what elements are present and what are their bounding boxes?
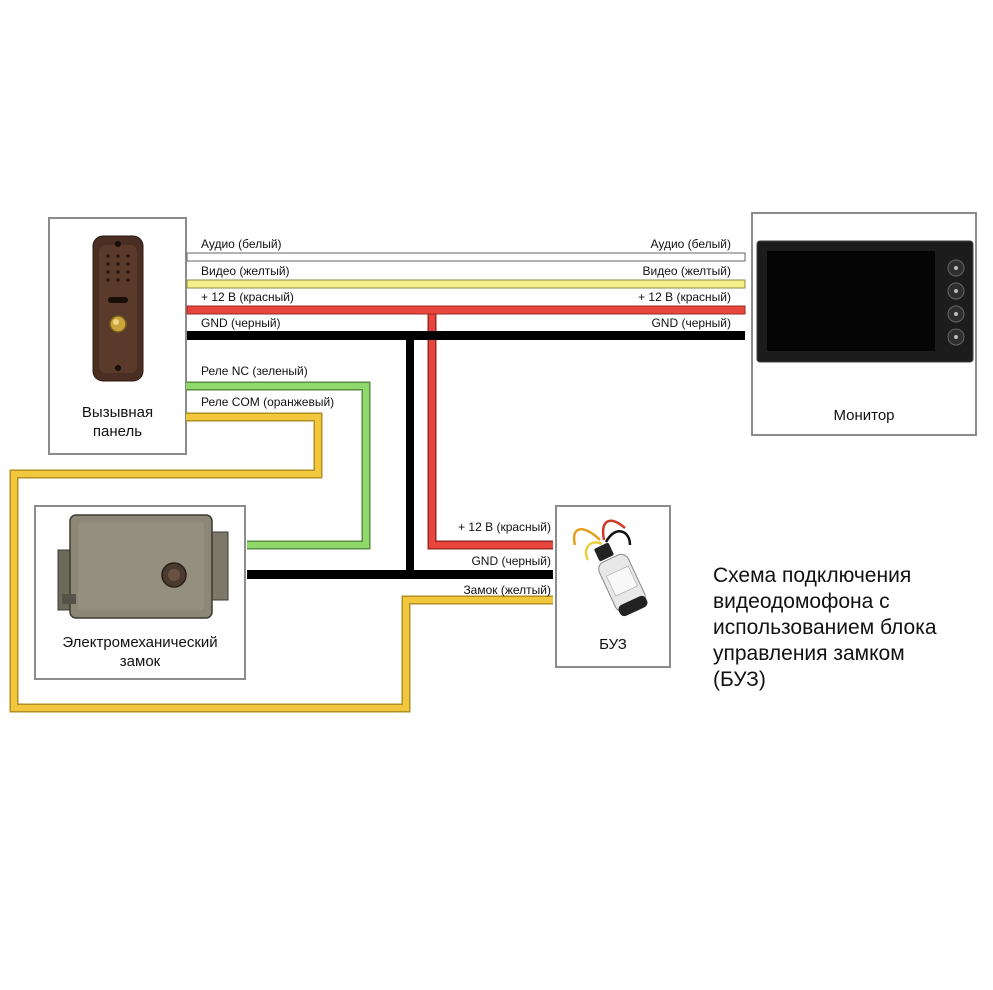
audio-label-left: Аудио (белый) <box>201 237 282 251</box>
call-panel-label: Вызывная панель <box>81 404 154 440</box>
lock-image <box>57 514 229 619</box>
buz-power-label: + 12 В (красный) <box>458 520 551 534</box>
power-label-right: + 12 В (красный) <box>638 290 731 304</box>
wire-audio <box>186 252 746 262</box>
buz-module-image <box>572 519 648 617</box>
wire-gnd-lock <box>247 570 553 579</box>
wire-relay-nc <box>186 383 369 548</box>
monitor-label: Монитор <box>833 407 895 424</box>
wire-relay-com-fill <box>11 414 553 711</box>
lock-label: Электромеханический замок <box>62 634 218 670</box>
call-panel-image <box>92 235 144 382</box>
buz-label: БУЗ <box>599 636 627 653</box>
relay-nc-label: Реле NC (зеленый) <box>201 364 308 378</box>
gnd-label-right: GND (черный) <box>651 316 731 330</box>
wire-video <box>186 279 746 289</box>
gnd-label-left: GND (черный) <box>201 316 281 330</box>
wire-power-branch <box>429 310 553 548</box>
wire-power <box>186 305 746 315</box>
wire-gnd <box>187 331 745 340</box>
relay-com-label: Реле COM (оранжевый) <box>201 395 334 409</box>
wire-gnd-branch <box>406 336 414 579</box>
video-label-left: Видео (желтый) <box>201 264 290 278</box>
wire-relay-nc-outline <box>186 381 371 550</box>
buz-gnd-label: GND (черный) <box>471 554 551 568</box>
video-label-right: Видео (желтый) <box>642 264 731 278</box>
power-label-left: + 12 В (красный) <box>201 290 294 304</box>
audio-label-right: Аудио (белый) <box>650 237 731 251</box>
monitor-image <box>756 240 974 363</box>
diagram-title: Схема подключения видеодомофона с исполь… <box>713 564 937 691</box>
lock-wire-label: Замок (желтый) <box>463 583 551 597</box>
wire-power-branch-outline <box>427 310 553 550</box>
